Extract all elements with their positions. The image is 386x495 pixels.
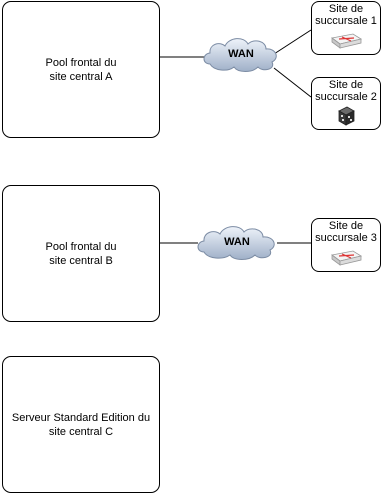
branch-site-2-label: Site de succursale 2 <box>315 79 377 103</box>
cloud-icon <box>203 38 277 72</box>
branch-site-1: Site de succursale 1 <box>311 1 381 55</box>
wan-cloud-2: WAN <box>194 222 280 262</box>
central-site-b-label: Pool frontal du site central B <box>45 240 117 267</box>
wan-label-2: WAN <box>224 236 250 248</box>
wan-cloud-1: WAN <box>200 34 282 74</box>
link-wan-branch1 <box>273 29 312 55</box>
branch-site-1-label: Site de succursale 1 <box>315 3 377 27</box>
branch-site-3: Site de succursale 3 <box>311 218 381 272</box>
central-site-a-label: Pool frontal du site central A <box>45 56 117 83</box>
central-site-c: Serveur Standard Edition du site central… <box>2 356 160 493</box>
branch-site-3-label: Site de succursale 3 <box>315 220 377 244</box>
link-wan-branch2 <box>273 67 312 98</box>
branch-site-2: Site de succursale 2 <box>311 77 381 130</box>
central-site-c-label: Serveur Standard Edition du site central… <box>11 411 151 438</box>
router-icon <box>331 250 363 266</box>
central-site-b: Pool frontal du site central B <box>2 185 160 322</box>
router-icon <box>331 33 363 49</box>
central-site-a: Pool frontal du site central A <box>2 1 160 138</box>
wan-label-1: WAN <box>228 48 254 60</box>
cloud-icon <box>197 226 275 260</box>
server-cube-icon <box>338 106 355 126</box>
